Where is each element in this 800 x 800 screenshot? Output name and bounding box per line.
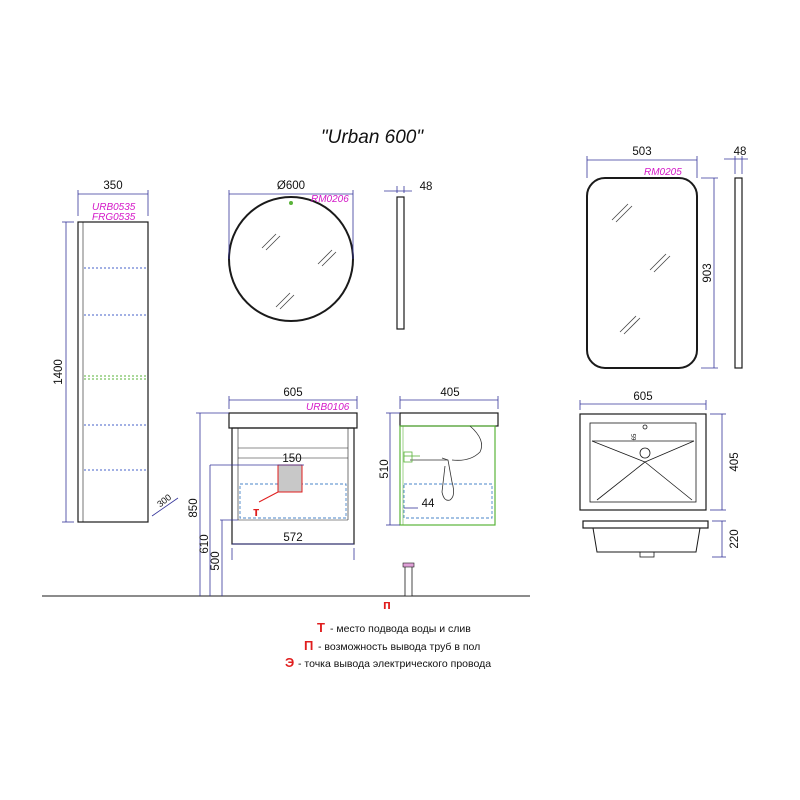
basin-bowl: [589, 422, 697, 503]
basin-slope: [644, 461, 693, 501]
tap-hole: [642, 424, 648, 430]
basin-width-label: 605: [633, 391, 652, 403]
cabinet-countertop: [228, 412, 358, 429]
column-depth-label: 300: [155, 492, 173, 509]
rect-mirror-height-label: 903: [702, 263, 714, 282]
column-body: [77, 221, 149, 523]
rect-mirror-side: [734, 177, 743, 369]
dimension-line: [151, 497, 179, 517]
pipe-body: [404, 565, 413, 597]
rect-mirror-width-label: 503: [632, 146, 651, 158]
marker-p: п: [383, 597, 391, 612]
basin-slope: [591, 440, 646, 463]
legend-letter-e: Э: [285, 655, 294, 670]
basin-outlet: [639, 551, 655, 558]
basin-drain: [639, 447, 651, 459]
legend-text-t: - место подвода воды и слив: [330, 623, 471, 635]
side-height-label: 510: [379, 459, 391, 478]
cabinet-height-610-label: 610: [199, 534, 211, 553]
cabinet-height-850-label: 850: [188, 498, 200, 517]
cutout-label: 150: [282, 453, 301, 465]
rect-mirror-outline: [586, 177, 698, 369]
round-mirror-outline: [228, 196, 354, 322]
mirror-glare: [611, 203, 671, 335]
mirror-glare: [261, 233, 337, 310]
floor-pipe: п: [383, 562, 415, 612]
side-drawer-hidden: [403, 483, 493, 519]
marker-leader: [258, 491, 279, 503]
basin-rim: [582, 520, 709, 529]
basin-depth-label: 405: [729, 452, 741, 471]
tap-hole-label: 65: [632, 433, 638, 440]
marker-t: т: [253, 504, 259, 519]
service-cutout: [277, 464, 303, 493]
basin-slope: [644, 440, 695, 463]
cabinet-height-500-label: 500: [210, 551, 222, 570]
cabinet-code: URB0106: [306, 402, 350, 413]
basin-slope: [596, 461, 646, 501]
round-mirror-side: [396, 196, 405, 330]
column-code-1: URB0535: [92, 202, 136, 213]
basin-outline: [579, 413, 707, 511]
round-mirror-diameter-label: Ø600: [277, 180, 305, 192]
basin-height-label: 220: [729, 529, 741, 548]
basin-top: 65 605 405: [579, 391, 741, 511]
rect-mirror-depth-label: 48: [734, 146, 747, 158]
legend-text-p: - возможность вывода труб в пол: [318, 641, 480, 653]
cabinet-width-label: 605: [283, 387, 302, 399]
water-connection: [403, 451, 413, 463]
side-depth-label: 405: [440, 387, 459, 399]
column-height-label: 1400: [53, 359, 65, 385]
basin-front: 220: [582, 520, 741, 558]
cabinet-inner-width-label: 572: [283, 532, 302, 544]
pipe-cap: [402, 562, 415, 568]
round-mirror: Ø600 RM0206 48: [228, 180, 433, 330]
column-width-label: 350: [103, 180, 122, 192]
legend: Т - место подвода воды и слив П - возмож…: [285, 620, 491, 670]
side-body: [399, 425, 496, 526]
basin-profile: [451, 425, 483, 461]
siphon: [441, 457, 454, 501]
basin-body-profile: [592, 527, 701, 553]
rect-mirror-code: RM0205: [644, 167, 682, 178]
side-offset-label: 44: [422, 498, 435, 510]
legend-text-e: - точка вывода электрического провода: [298, 658, 491, 670]
vanity-front: т 150 605 URB0106 572 850 610 500: [188, 387, 358, 596]
side-countertop: [399, 412, 499, 427]
vanity-side: 405 510 44: [379, 387, 499, 526]
drawing-title: "Urban 600": [321, 127, 424, 148]
column-cabinet: 350 URB0535 FRG0535 1400 300: [53, 180, 179, 523]
legend-letter-t: Т: [317, 620, 325, 635]
mirror-light-point: [289, 201, 293, 205]
rect-mirror: 503 RM0205 903 48: [586, 146, 748, 369]
round-mirror-code: RM0206: [311, 194, 349, 205]
legend-letter-p: П: [304, 638, 313, 653]
column-code-2: FRG0535: [92, 212, 136, 223]
round-mirror-depth-label: 48: [420, 181, 433, 193]
